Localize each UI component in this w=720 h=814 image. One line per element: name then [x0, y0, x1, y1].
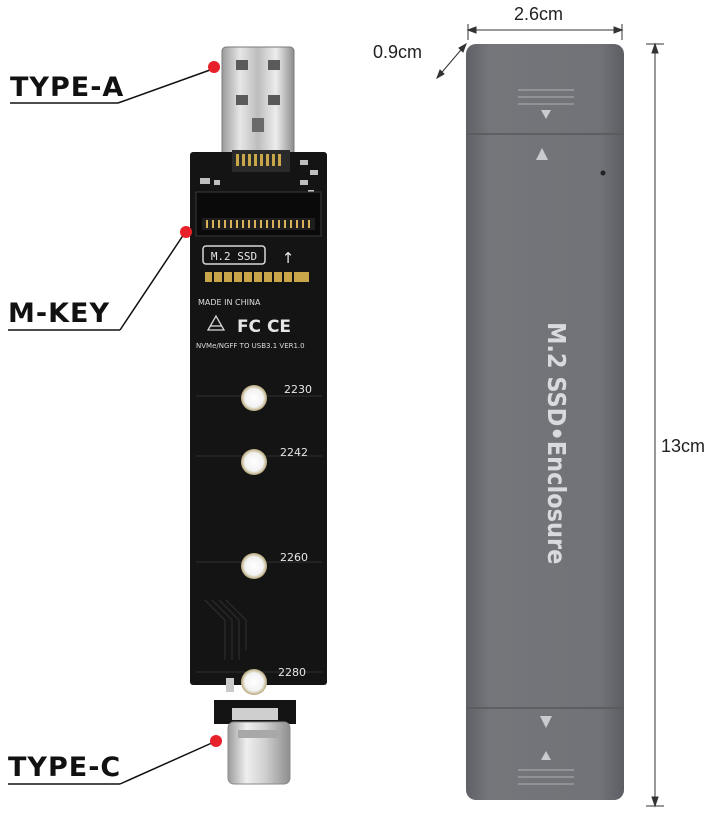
- usb-type-c-connector: [227, 721, 291, 785]
- mount-hole-2260: [241, 553, 267, 579]
- m-key-label: M-KEY: [8, 298, 110, 329]
- dimension-width: [466, 24, 624, 40]
- mount-hole-2242: [241, 449, 267, 475]
- width-dimension-label: 2.6cm: [514, 4, 564, 24]
- dimension-length: [646, 42, 664, 808]
- type-a-label: TYPE-A: [10, 72, 125, 103]
- callout-type-c: [8, 735, 222, 785]
- length-dimension-label: 13cm: [661, 436, 706, 456]
- made-in-text: MADE IN CHINA: [198, 298, 261, 307]
- certification-marks: FC CE: [237, 317, 291, 337]
- arrow-up-icon: [541, 751, 551, 760]
- enclosure-brand-text: M.2 SSD•Enclosure: [542, 322, 571, 564]
- slot-label: M.2 SSD: [211, 250, 257, 263]
- callout-m-key: [8, 226, 192, 331]
- arrow-down-icon: [541, 110, 551, 119]
- size-label-2230: 2230: [284, 383, 312, 396]
- size-label-2242: 2242: [280, 446, 308, 459]
- model-text: NVMe/NGFF TO USB3.1 VER1.0: [196, 342, 305, 350]
- enclosure: M.2 SSD•Enclosure: [466, 44, 624, 800]
- arrow-up-icon: [536, 148, 548, 160]
- recycle-icon: [206, 314, 226, 331]
- pcb-board: M.2 SSD ↑ MADE IN CHINA FC CE NVMe/NGFF …: [190, 150, 327, 724]
- callout-type-a: [10, 61, 220, 104]
- depth-dimension-label: 0.9cm: [373, 42, 423, 62]
- size-label-2280: 2280: [278, 666, 306, 679]
- type-c-label: TYPE-C: [8, 752, 122, 783]
- dimension-depth: [436, 42, 467, 80]
- led-indicator: [600, 170, 606, 176]
- up-arrow-icon: ↑: [282, 249, 295, 267]
- arrow-down-icon: [540, 716, 552, 728]
- size-label-2260: 2260: [280, 551, 308, 564]
- usb-type-a-connector: [221, 46, 295, 166]
- mount-hole-2230: [241, 385, 267, 411]
- mount-hole-2280: [241, 669, 267, 695]
